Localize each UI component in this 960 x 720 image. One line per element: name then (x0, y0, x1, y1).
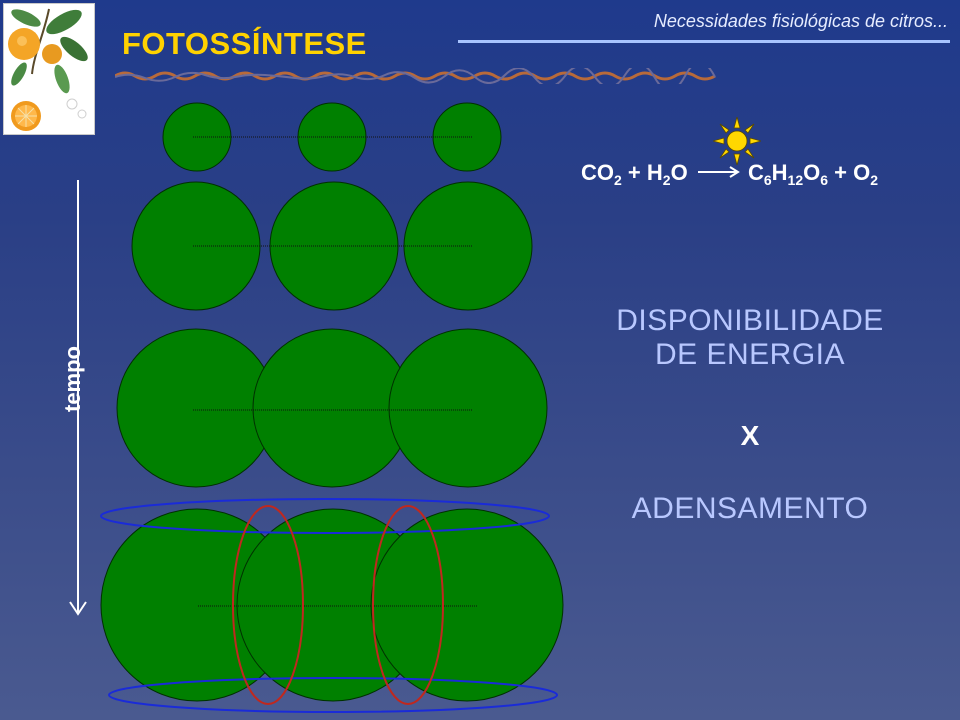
glucose-h: H (771, 160, 788, 185)
overlap-ellipse-right (372, 505, 444, 705)
glucose-formula: C6H12O6 (747, 160, 829, 188)
time-axis-label: tempo (60, 346, 85, 412)
tree-canopy-row3-right (388, 328, 548, 488)
overlap-ellipse-top (100, 498, 550, 534)
h2o-h: H (646, 160, 663, 185)
o2-subscript: 2 (870, 172, 879, 188)
energy-line-2: DE ENERGIA (654, 338, 846, 371)
o2-base: O (853, 160, 871, 185)
glucose-c-subscript: 6 (763, 172, 772, 188)
tree-canopy-row3-left (116, 328, 276, 488)
slide-title: FOTOSSÍNTESE (122, 26, 367, 61)
o2-formula: O2 (853, 160, 879, 188)
h2o-o: O (670, 160, 688, 185)
co2-base: CO (581, 160, 614, 185)
time-arrow-head (69, 601, 87, 616)
photosynthesis-equation: CO2 + H2O C6H12O6 + O2 (581, 160, 878, 188)
glucose-o: O (803, 160, 821, 185)
energy-line-1: DISPONIBILIDADE (616, 304, 884, 337)
header-divider (458, 40, 950, 43)
tree-canopy-row4-right (370, 508, 564, 702)
density-text: ADENSAMENTO (631, 492, 869, 525)
decorative-divider (115, 68, 716, 84)
energy-availability-text: DISPONIBILIDADE DE ENERGIA (585, 304, 915, 372)
overlap-ellipse-left (232, 505, 304, 705)
h2o-formula: H2O (646, 160, 688, 188)
co2-subscript: 2 (614, 172, 622, 188)
overlap-ellipse-bottom (108, 677, 558, 713)
slide-subtitle: Necessidades fisiológicas de citros... (653, 11, 948, 31)
h2o-subscript: 2 (662, 172, 671, 188)
reaction-arrow-icon (694, 158, 742, 184)
orange-branch-icon (8, 8, 88, 131)
plus-sign: + (627, 160, 641, 185)
glucose-c: C (747, 160, 764, 185)
sun-icon (713, 117, 761, 165)
citrus-illustration-icon (3, 3, 95, 135)
glucose-o-subscript: 6 (820, 172, 829, 188)
versus-mark: X (740, 420, 760, 451)
tree-canopy-row3-middle (252, 328, 412, 488)
co2-formula: CO2 (581, 160, 622, 188)
glucose-h-subscript: 12 (787, 172, 804, 188)
plus-sign: + (834, 160, 848, 185)
